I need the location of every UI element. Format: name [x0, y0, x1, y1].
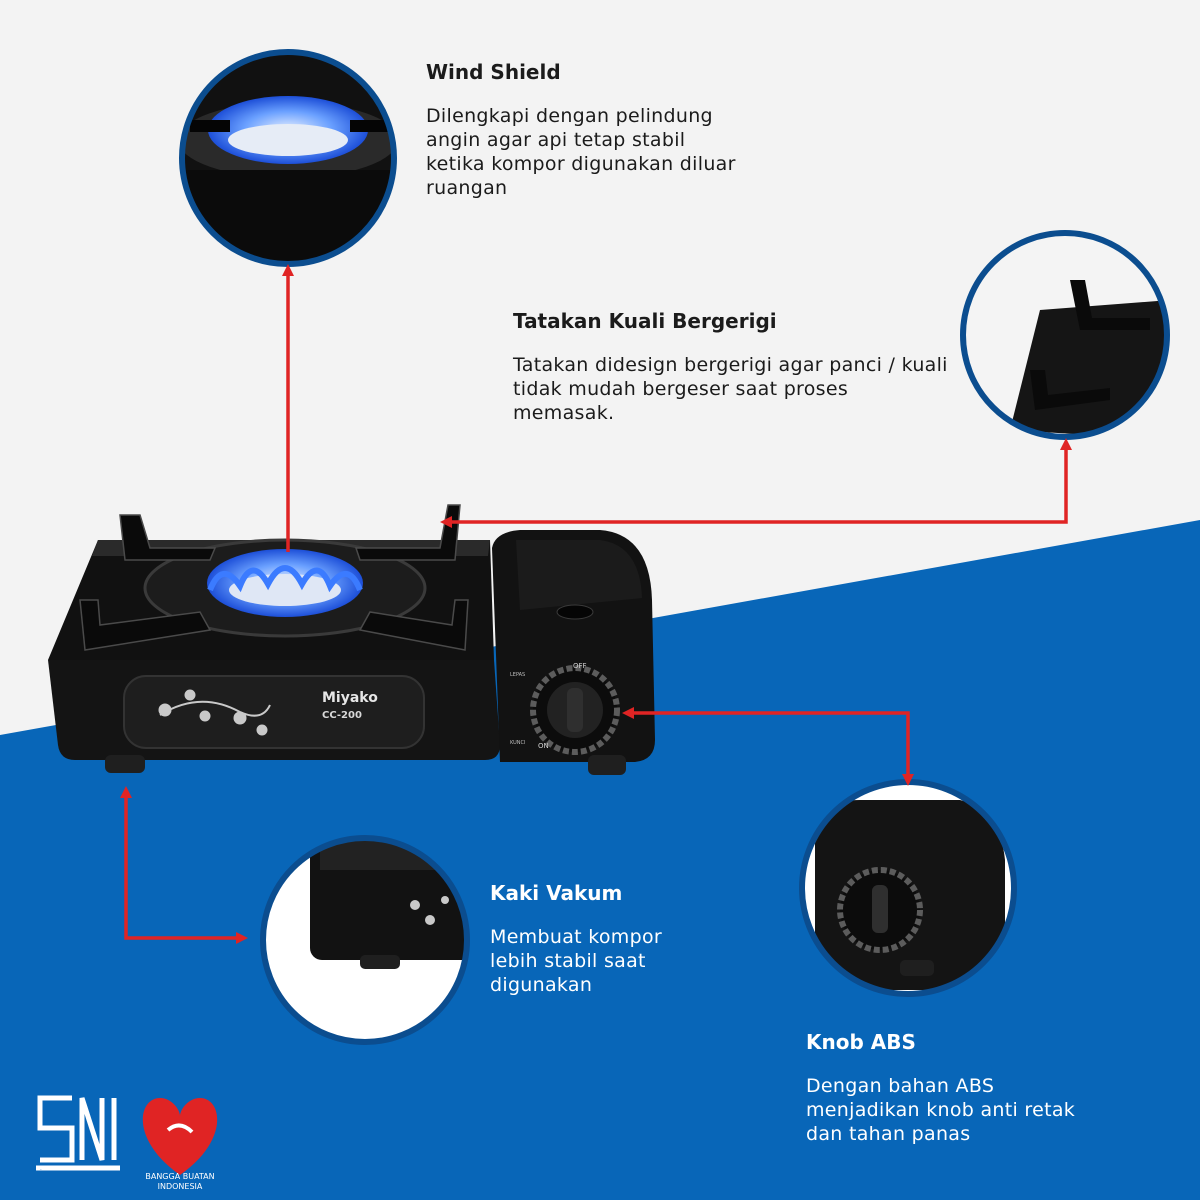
knob-abs-callout: Knob ABS Dengan bahan ABS menjadikan kno… — [806, 1030, 1076, 1146]
tatakan-title: Tatakan Kuali Bergerigi — [513, 309, 777, 333]
knob-abs-zoom-circle — [799, 779, 1017, 997]
knob-off-label: OFF — [573, 662, 587, 670]
sni-logo-icon — [36, 1095, 120, 1171]
lock-lepas-label: LEPAS — [510, 672, 526, 678]
flame-icon — [207, 549, 363, 617]
kaki-vakum-title: Kaki Vakum — [490, 881, 623, 905]
wind-shield-description: Dilengkapi dengan pelindung angin agar a… — [426, 105, 736, 199]
bangga-buatan-indonesia-label: BANGGA BUATAN INDONESIA — [145, 1172, 215, 1191]
knob-abs-description: Dengan bahan ABS menjadikan knob anti re… — [806, 1075, 1076, 1145]
tatakan-callout: Tatakan Kuali Bergerigi Tatakan didesign… — [513, 309, 953, 425]
stove-model-label: CC-200 — [322, 710, 362, 721]
tatakan-zoom-circle — [960, 230, 1170, 440]
bangga-buatan-indonesia-heart-icon — [142, 1098, 218, 1175]
tatakan-description: Tatakan didesign bergerigi agar panci / … — [513, 354, 948, 424]
stove-illustration — [48, 504, 655, 775]
red-arrows — [120, 264, 1072, 944]
wind-shield-title: Wind Shield — [426, 60, 561, 84]
sni-logo-label: SNI — [40, 1170, 42, 1171]
knob-abs-title: Knob ABS — [806, 1030, 916, 1054]
stove-brand-label: Miyako — [322, 690, 378, 706]
lock-kunci-label: KUNCI — [510, 740, 526, 746]
kaki-vakum-description: Membuat kompor lebih stabil saat digunak… — [490, 926, 662, 996]
flower-decoration-icon — [158, 689, 271, 736]
knob-illustration — [530, 665, 620, 755]
wind-shield-callout: Wind Shield Dilengkapi dengan pelindung … — [426, 60, 746, 200]
kaki-vakum-zoom-circle — [260, 835, 470, 1045]
wind-shield-zoom-circle — [179, 49, 397, 267]
kaki-vakum-callout: Kaki Vakum Membuat kompor lebih stabil s… — [490, 881, 710, 997]
knob-on-label: ON — [538, 742, 549, 750]
